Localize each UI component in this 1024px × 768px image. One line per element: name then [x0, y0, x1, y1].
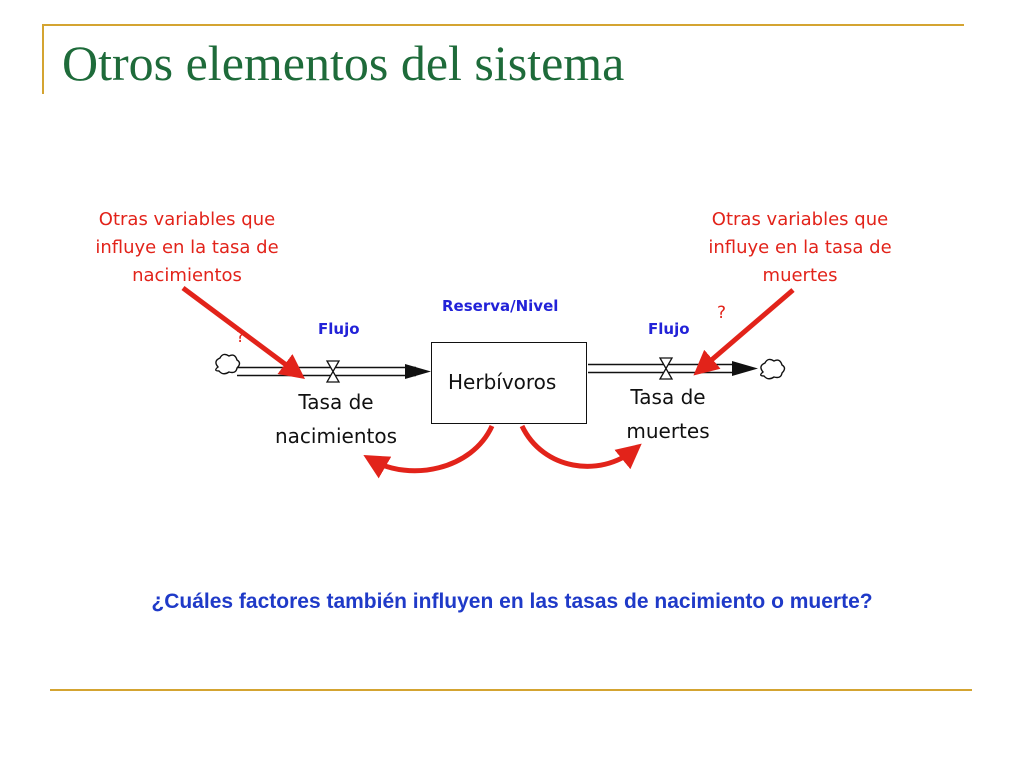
stock-type-label: Reserva/Nivel [442, 297, 559, 315]
source-cloud-icon [215, 353, 241, 375]
right-note: Otras variables que influye en la tasa d… [670, 206, 930, 290]
outflow-rate-label-line2: muertes [626, 419, 710, 443]
left-note-line3: nacimientos [132, 265, 242, 286]
left-note: Otras variables que influye en la tasa d… [57, 206, 317, 290]
right-note-line3: muertes [762, 265, 838, 286]
left-influence-arrow [181, 285, 306, 379]
outflow-type-label: Flujo [648, 320, 690, 338]
left-note-line1: Otras variables que [98, 209, 276, 230]
right-note-line1: Otras variables que [711, 209, 889, 230]
outflow-rate-label: Tasa de muertes [598, 380, 738, 448]
inflow-rate-label-line2: nacimientos [274, 424, 397, 448]
left-question-mark: ? [236, 327, 246, 347]
right-question-mark: ? [717, 303, 727, 323]
stock-box [431, 342, 587, 424]
slide-title: Otros elementos del sistema [62, 35, 625, 91]
frame-bottom-rule [50, 689, 972, 691]
death-feedback-arrow [519, 424, 642, 470]
frame-left-rule [42, 24, 44, 94]
right-influence-arrow [693, 288, 795, 376]
birth-feedback-arrow [363, 424, 495, 479]
inflow-type-label: Flujo [318, 320, 360, 338]
inflow-pipe [237, 366, 416, 377]
inflow-rate-label: Tasa de nacimientos [246, 385, 426, 453]
inflow-valve-icon [325, 360, 341, 383]
stock-label: Herbívoros [448, 370, 557, 394]
outflow-valve-icon [658, 357, 674, 380]
outflow-arrowhead-icon [732, 361, 758, 376]
frame-top-rule [42, 24, 964, 26]
sink-cloud-icon [760, 358, 786, 380]
outflow-rate-label-line1: Tasa de [630, 385, 706, 409]
inflow-arrowhead-icon [405, 364, 431, 379]
inflow-rate-label-line1: Tasa de [298, 390, 374, 414]
right-note-line2: influye en la tasa de [708, 237, 892, 258]
question-text: ¿Cuáles factores también influyen en las… [151, 590, 873, 613]
left-note-line2: influye en la tasa de [95, 237, 279, 258]
